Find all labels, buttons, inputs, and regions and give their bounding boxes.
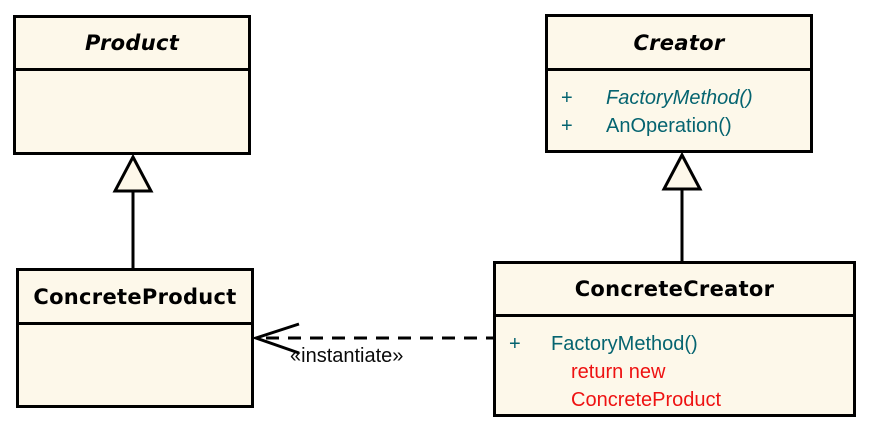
class-box-product: Product	[13, 15, 251, 155]
method-factorymethod: + FactoryMethod()	[561, 84, 804, 112]
class-box-creator: Creator + FactoryMethod() + AnOperation(…	[545, 14, 813, 153]
class-body-product	[16, 71, 248, 84]
class-name-product: Product	[16, 18, 248, 71]
method-factorymethod: + FactoryMethod()	[509, 330, 847, 358]
code-note-line: ConcreteProduct	[571, 389, 722, 411]
class-body-concrete-creator: + FactoryMethod() return new ConcretePro…	[496, 317, 853, 414]
class-body-concrete-product	[19, 325, 251, 338]
generalization-arrow-product	[112, 153, 154, 268]
class-name-creator: Creator	[548, 17, 810, 71]
method-name: AnOperation()	[606, 115, 732, 137]
class-name-concrete-product: ConcreteProduct	[19, 271, 251, 325]
hollow-triangle-icon	[661, 151, 703, 191]
hollow-triangle-icon	[112, 153, 154, 193]
method-name: FactoryMethod()	[606, 87, 753, 109]
visibility-marker: +	[509, 333, 521, 355]
visibility-marker: +	[561, 87, 573, 109]
class-box-concrete-product: ConcreteProduct	[16, 268, 254, 408]
generalization-arrow-creator	[661, 151, 703, 261]
instantiate-stereotype-label: «instantiate»	[290, 345, 404, 367]
class-box-concrete-creator: ConcreteCreator + FactoryMethod() return…	[493, 261, 856, 417]
class-body-creator: + FactoryMethod() + AnOperation()	[548, 71, 810, 140]
method-anoperation: + AnOperation()	[561, 112, 804, 140]
visibility-marker: +	[561, 115, 573, 137]
code-note-line: return new	[571, 361, 666, 383]
class-name-concrete-creator: ConcreteCreator	[496, 264, 853, 317]
method-name: FactoryMethod()	[551, 333, 698, 355]
